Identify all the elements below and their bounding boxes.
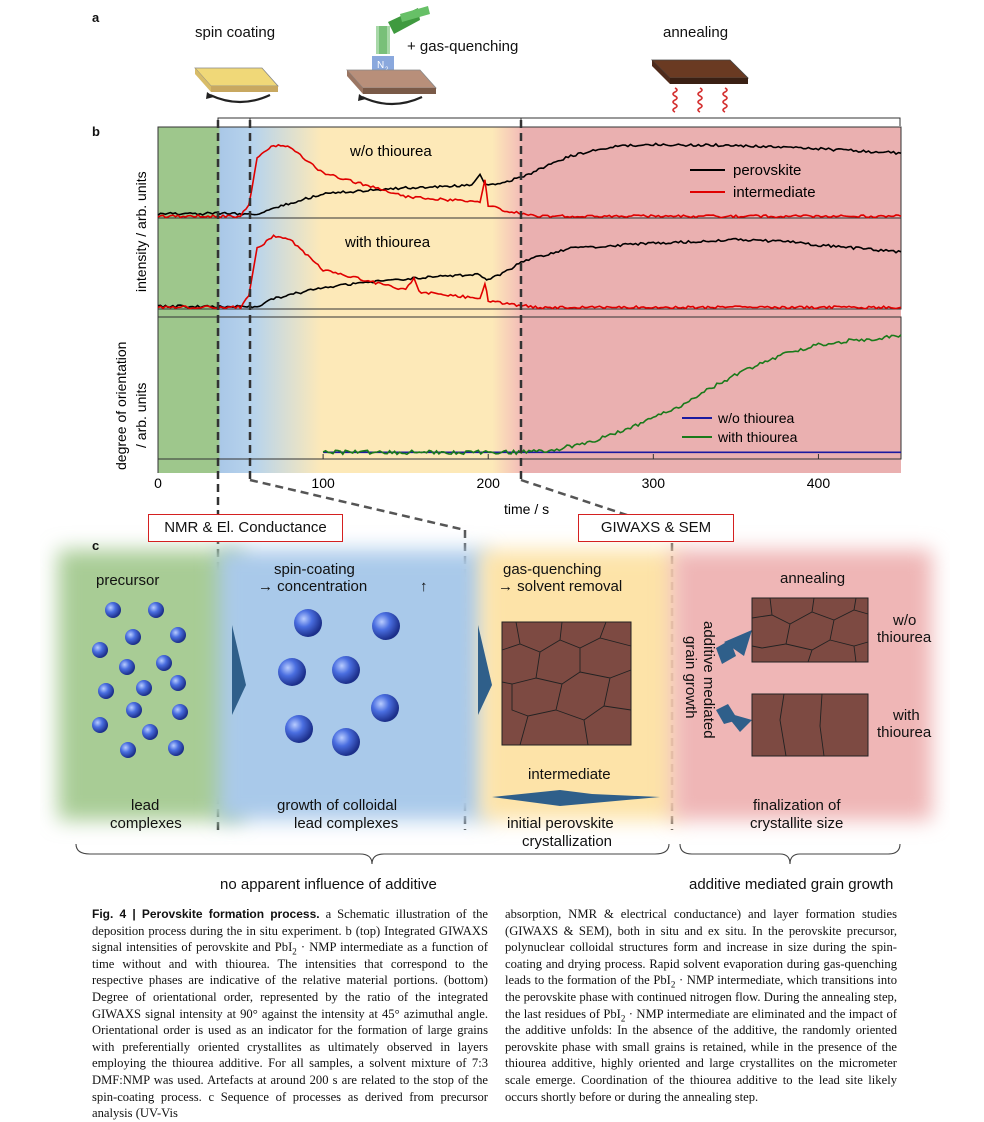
svg-text:/ arb. units: / arb. units bbox=[133, 383, 149, 448]
arrow-icon bbox=[232, 625, 246, 715]
legend-wo-thiourea: w/o thiourea bbox=[717, 410, 794, 426]
grain-growth-vertical: grain growth bbox=[682, 636, 699, 719]
with-thiourea-grains bbox=[751, 693, 869, 757]
additive-growth-label: additive mediated grain growth bbox=[689, 876, 894, 893]
anneal-substrate-icon bbox=[651, 59, 749, 113]
series-line-perovskite bbox=[157, 142, 902, 216]
gas-nozzle-icon: N 2 bbox=[372, 6, 430, 80]
intermediate-wedge bbox=[492, 790, 660, 806]
panel-label-a: a bbox=[92, 10, 100, 25]
initial-perovskite-2: crystallization bbox=[522, 833, 613, 850]
x-tick-label: 200 bbox=[477, 475, 501, 491]
spin-coating-label: spin coating bbox=[195, 24, 276, 41]
giwaxs-box: GIWAXS & SEM bbox=[578, 514, 734, 542]
series-line-intermediate bbox=[157, 234, 902, 310]
precursor-spheres bbox=[92, 602, 188, 758]
caption-left: Fig. 4 | Perovskite formation process. a… bbox=[92, 907, 488, 1121]
series-line-perovskite bbox=[157, 237, 902, 309]
panel-c-graphics: additive mediated grain growth bbox=[92, 597, 869, 806]
series-line-intermediate bbox=[157, 143, 902, 219]
gas-quenching-label: + gas-quenching bbox=[407, 38, 519, 55]
x-tick-label: 300 bbox=[642, 475, 666, 491]
x-axis: 0 100 200 300 400 bbox=[154, 454, 830, 491]
legend-intermediate: intermediate bbox=[733, 184, 816, 201]
bottom-braces bbox=[75, 843, 901, 865]
nmr-box: NMR & El. Conductance bbox=[148, 514, 343, 542]
figure-title: Fig. 4 | Perovskite formation process. bbox=[92, 907, 320, 921]
y-axis-label-intensity: intensity / arb. units bbox=[133, 171, 149, 292]
x-axis-label: time / s bbox=[504, 501, 549, 517]
spin-coating-stage-label: spin-coating bbox=[274, 561, 355, 578]
x-tick-label: 0 bbox=[154, 475, 162, 491]
precursor-label: precursor bbox=[96, 572, 160, 589]
colloid-spheres bbox=[278, 609, 400, 756]
legend-perovskite: perovskite bbox=[733, 162, 801, 179]
x-tick-label: 100 bbox=[311, 475, 335, 491]
series-line-with-thiourea bbox=[322, 334, 902, 456]
lead-complexes-1: lead bbox=[131, 797, 160, 814]
arrow-up-icon: ↑ bbox=[420, 578, 428, 595]
subplot-title-with: with thiourea bbox=[344, 234, 431, 251]
panel-label-b: b bbox=[92, 124, 100, 139]
quench-substrate-icon bbox=[346, 69, 437, 106]
finalization-1: finalization of bbox=[753, 797, 841, 814]
wo-thiourea-grains bbox=[751, 597, 869, 663]
legend-with-thiourea: with thiourea bbox=[717, 429, 798, 445]
wo-thiourea-label-2: thiourea bbox=[877, 629, 932, 646]
additive-mediated-vertical: additive mediated bbox=[700, 621, 717, 739]
x-tick-label: 400 bbox=[807, 475, 831, 491]
lead-complexes-2: complexes bbox=[110, 815, 182, 832]
panel-c-background bbox=[58, 550, 932, 820]
growth-colloidal-1: growth of colloidal bbox=[277, 797, 398, 814]
growth-colloidal-2: lead complexes bbox=[294, 815, 399, 832]
svg-text:N: N bbox=[377, 60, 384, 71]
intermediate-grains bbox=[501, 621, 632, 746]
spin-substrate-icon bbox=[194, 67, 279, 104]
orientation-frame bbox=[157, 316, 902, 460]
wo-thiourea-label-1: w/o bbox=[893, 612, 917, 629]
arrow-icon bbox=[478, 625, 492, 715]
y-axis-label-orientation: degree of orientation/ arb. units bbox=[100, 330, 160, 480]
intermediate-label: intermediate bbox=[528, 766, 611, 783]
panel-label-c: c bbox=[92, 538, 100, 553]
concentration-label: → concentration bbox=[258, 578, 368, 595]
gas-quenching-stage-label: gas-quenching bbox=[503, 561, 602, 578]
with-thiourea-label-2: thiourea bbox=[877, 724, 932, 741]
subplot-title-wo: w/o thiourea bbox=[349, 143, 432, 160]
caption-right: absorption, NMR & electrical conductance… bbox=[505, 907, 898, 1104]
annealing-stage-label: annealing bbox=[780, 570, 846, 587]
with-thiourea-label-1: with bbox=[893, 707, 920, 724]
initial-perovskite-1: initial perovskite bbox=[507, 815, 614, 832]
anneal-arrow-icon bbox=[724, 630, 752, 656]
solvent-removal-label: → solvent removal bbox=[498, 578, 623, 595]
svg-text:degree of orientation: degree of orientation bbox=[113, 342, 129, 470]
timeline-background bbox=[158, 127, 901, 473]
panel-b-charts: 0 100 200 300 400 w/o thiourea with thiourea… bbox=[133, 126, 902, 517]
finalization-2: crystallite size bbox=[750, 815, 844, 832]
no-influence-label: no apparent influence of additive bbox=[220, 876, 437, 893]
annealing-label: annealing bbox=[663, 24, 729, 41]
schematic-illustration: N 2 bbox=[194, 6, 901, 126]
